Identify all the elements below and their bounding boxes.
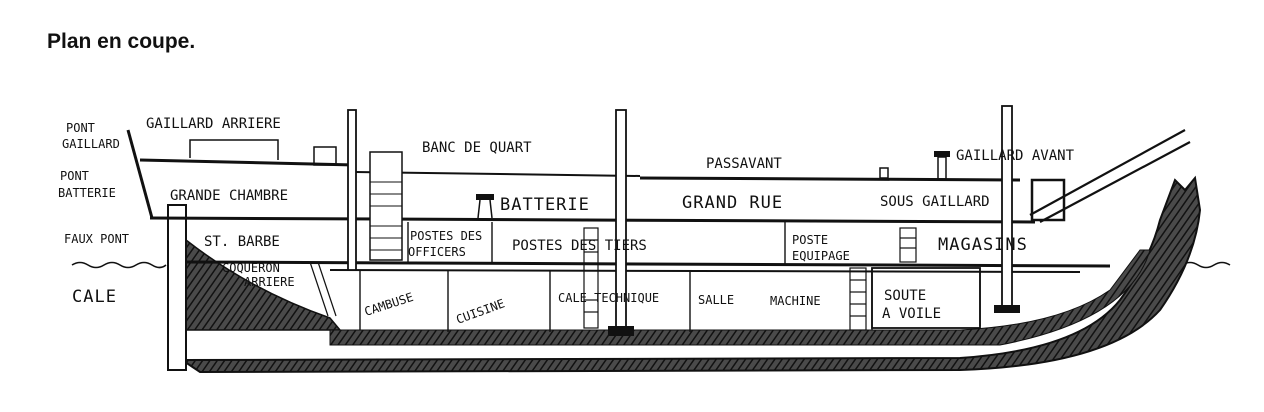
label-soute-2: A VOILE [882,306,941,322]
cabin-gaillard-arriere [189,139,279,160]
sternpost [167,204,187,371]
deck-faux-pont-lower [329,269,1081,273]
ladder-cale-technique [583,227,599,329]
label-cambuse: CAMBUSE [363,290,415,319]
label-postes-officers-1: POSTES DES [410,229,482,243]
skylight-aft [313,146,337,166]
label-pont-batterie-1: PONT [60,169,89,183]
label-cogueron-1: COQUERON [222,261,280,275]
deck-gaillard-arriere [139,158,356,167]
ladder-coqueron [309,261,337,317]
label-grande-chambre: GRANDE CHAMBRE [170,188,288,204]
stern-rail [126,129,154,219]
label-machine: MACHINE [770,294,821,308]
deck-passavant [639,176,1021,182]
capstan [476,194,494,200]
mizzen-mast [347,109,357,271]
label-faux-pont: FAUX PONT [64,232,129,246]
ladder-machine [849,267,867,331]
label-soute-1: SOUTE [884,288,926,304]
main-mast-step [608,326,634,336]
label-cale: CALE [72,287,117,307]
hull-inner-bottom [329,249,1151,346]
water-line-left [71,261,167,269]
soute-frame [871,267,981,329]
bowsprit-1 [1029,129,1186,216]
label-poste-equipage-2: EQUIPAGE [792,249,850,263]
label-pont-gaillard-1: PONT [66,121,95,135]
label-pont-batterie-2: BATTERIE [58,186,116,200]
chimney [934,151,950,157]
label-postes-des-tiers: POSTES DES TIERS [512,238,647,254]
label-grand-rue: GRAND RUE [682,193,783,213]
page-title: Plan en coupe. [47,30,196,53]
label-passavant: PASSAVANT [706,156,782,172]
label-cogueron-2: ARRIERE [244,275,295,289]
bitt [879,167,889,179]
fore-mast-step [994,305,1020,313]
label-gaillard-avant: GAILLARD AVANT [956,148,1075,164]
fore-mast [1001,105,1013,313]
deck-faux-pont [184,260,1111,268]
label-pont-gaillard-2: GAILLARD [62,137,120,151]
label-batterie: BATTERIE [500,195,590,215]
label-cuisine: CUISINE [454,296,506,326]
hull [180,175,1202,374]
label-sous-gaillard: SOUS GAILLARD [880,194,990,210]
hull-inner-stern [185,238,342,331]
label-magasins: MAGASINS [938,235,1028,255]
label-st-barbe: ST. BARBE [204,234,280,250]
ladder-equipage [899,227,917,263]
label-salle: SALLE [698,293,734,307]
stairs-aft-steps [370,181,402,251]
forecastle-frame [1030,178,1066,222]
label-postes-officers-2: OFFICERS [408,245,466,259]
label-cale-technique: CALE TECHNIQUE [558,291,659,305]
label-gaillard-arriere: GAILLARD ARRIERE [146,116,281,132]
label-banc-de-quart: BANC DE QUART [422,140,532,156]
deck-batterie [149,216,1036,224]
label-poste-equipage-1: POSTE [792,233,828,247]
